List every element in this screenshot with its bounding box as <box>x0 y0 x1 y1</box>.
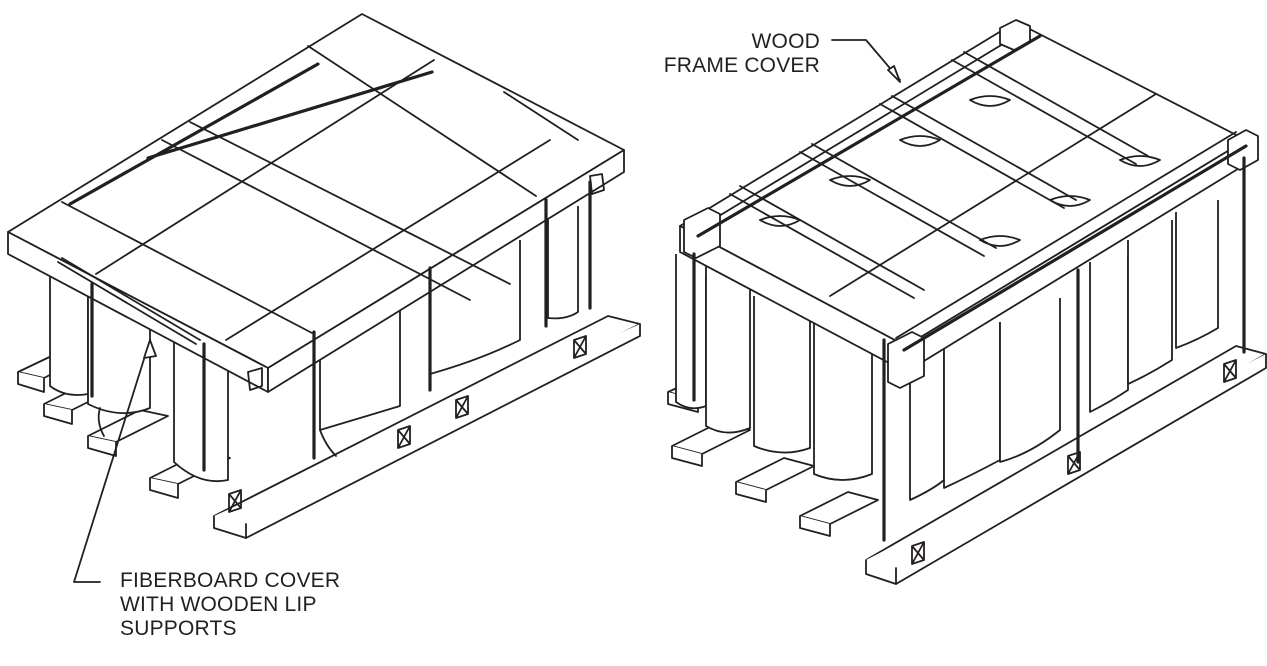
straps-left <box>68 62 592 472</box>
leader-arrow-wood-frame <box>887 65 901 83</box>
fiberboard-label-line-3: SUPPORTS <box>120 617 237 640</box>
fiberboard-cover <box>7 13 625 393</box>
fiberboard-pallet <box>7 13 641 583</box>
leader-arrow-fiberboard <box>143 339 157 359</box>
straps-right <box>692 34 1248 542</box>
fiberboard-label-line-1: FIBERBOARD COVER <box>120 569 341 592</box>
wood-label-line-2: FRAME COVER <box>663 54 820 77</box>
pallet-base-right <box>667 345 1267 585</box>
leader-wood-frame <box>831 39 901 81</box>
leader-fiberboard <box>73 339 151 583</box>
wood-frame-cover <box>679 19 1259 389</box>
wood-frame-pallet <box>667 19 1267 585</box>
wood-label-line-1: WOOD <box>751 30 820 53</box>
fiberboard-label-line-2: WITH WOODEN LIP <box>120 593 317 616</box>
cylinders-right <box>675 200 1219 501</box>
